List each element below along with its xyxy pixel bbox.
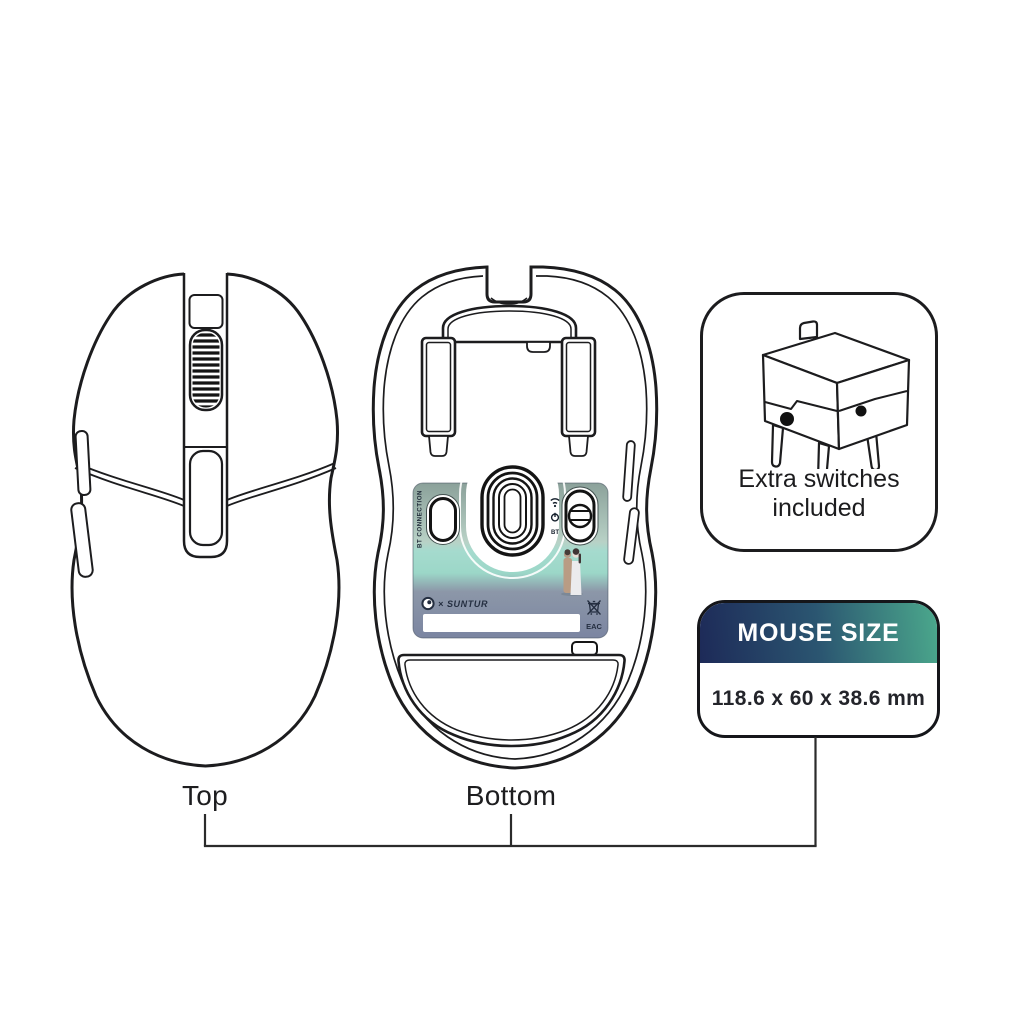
size-badge: MOUSE SIZE 118.6 x 60 x 38.6 mm (697, 600, 940, 738)
left-skate (420, 336, 457, 457)
brand-label: × SUNTUR (438, 599, 488, 609)
wifi-icon (550, 498, 560, 508)
right-skate (560, 336, 597, 457)
switches-caption: Extra switches included (703, 465, 935, 524)
weee-bin-icon (587, 600, 601, 615)
top-view-mouse (70, 272, 341, 768)
barcode-area (423, 614, 580, 632)
top-skate (441, 304, 578, 353)
view-label-top: Top (181, 780, 229, 811)
bt-connection-button (426, 494, 460, 545)
switches-box: Extra switches included (700, 292, 938, 552)
bt-mode-label: BT (551, 530, 559, 536)
strip-top-cap (188, 294, 224, 329)
power-icon (550, 512, 560, 522)
side-buttons-edge (622, 440, 640, 565)
bottom-view-mouse: BT CONNECTION BT (371, 265, 659, 770)
receiver-notch-detail (490, 297, 528, 305)
dpi-button (188, 449, 224, 547)
switches-caption-line2: included (772, 494, 866, 523)
bt-connection-label: BT CONNECTION (417, 490, 424, 548)
inner-shell-line (382, 275, 648, 760)
side-buttons (70, 430, 94, 578)
product-sticker: BT CONNECTION BT (412, 441, 609, 639)
eac-mark: EAC (586, 622, 602, 631)
bottom-tab (571, 641, 598, 656)
mode-switch (561, 486, 599, 546)
couple-artwork (561, 548, 583, 596)
microswitch-illustration (761, 320, 911, 469)
size-badge-title: MOUSE SIZE (700, 603, 937, 663)
brand-logo-icon (421, 596, 435, 611)
scroll-wheel (188, 328, 224, 412)
view-label-bottom: Bottom (465, 780, 557, 811)
bottom-skate (397, 653, 626, 748)
switches-caption-line1: Extra switches (738, 465, 900, 493)
size-badge-dimensions: 118.6 x 60 x 38.6 mm (711, 687, 926, 710)
sensor (480, 465, 545, 557)
